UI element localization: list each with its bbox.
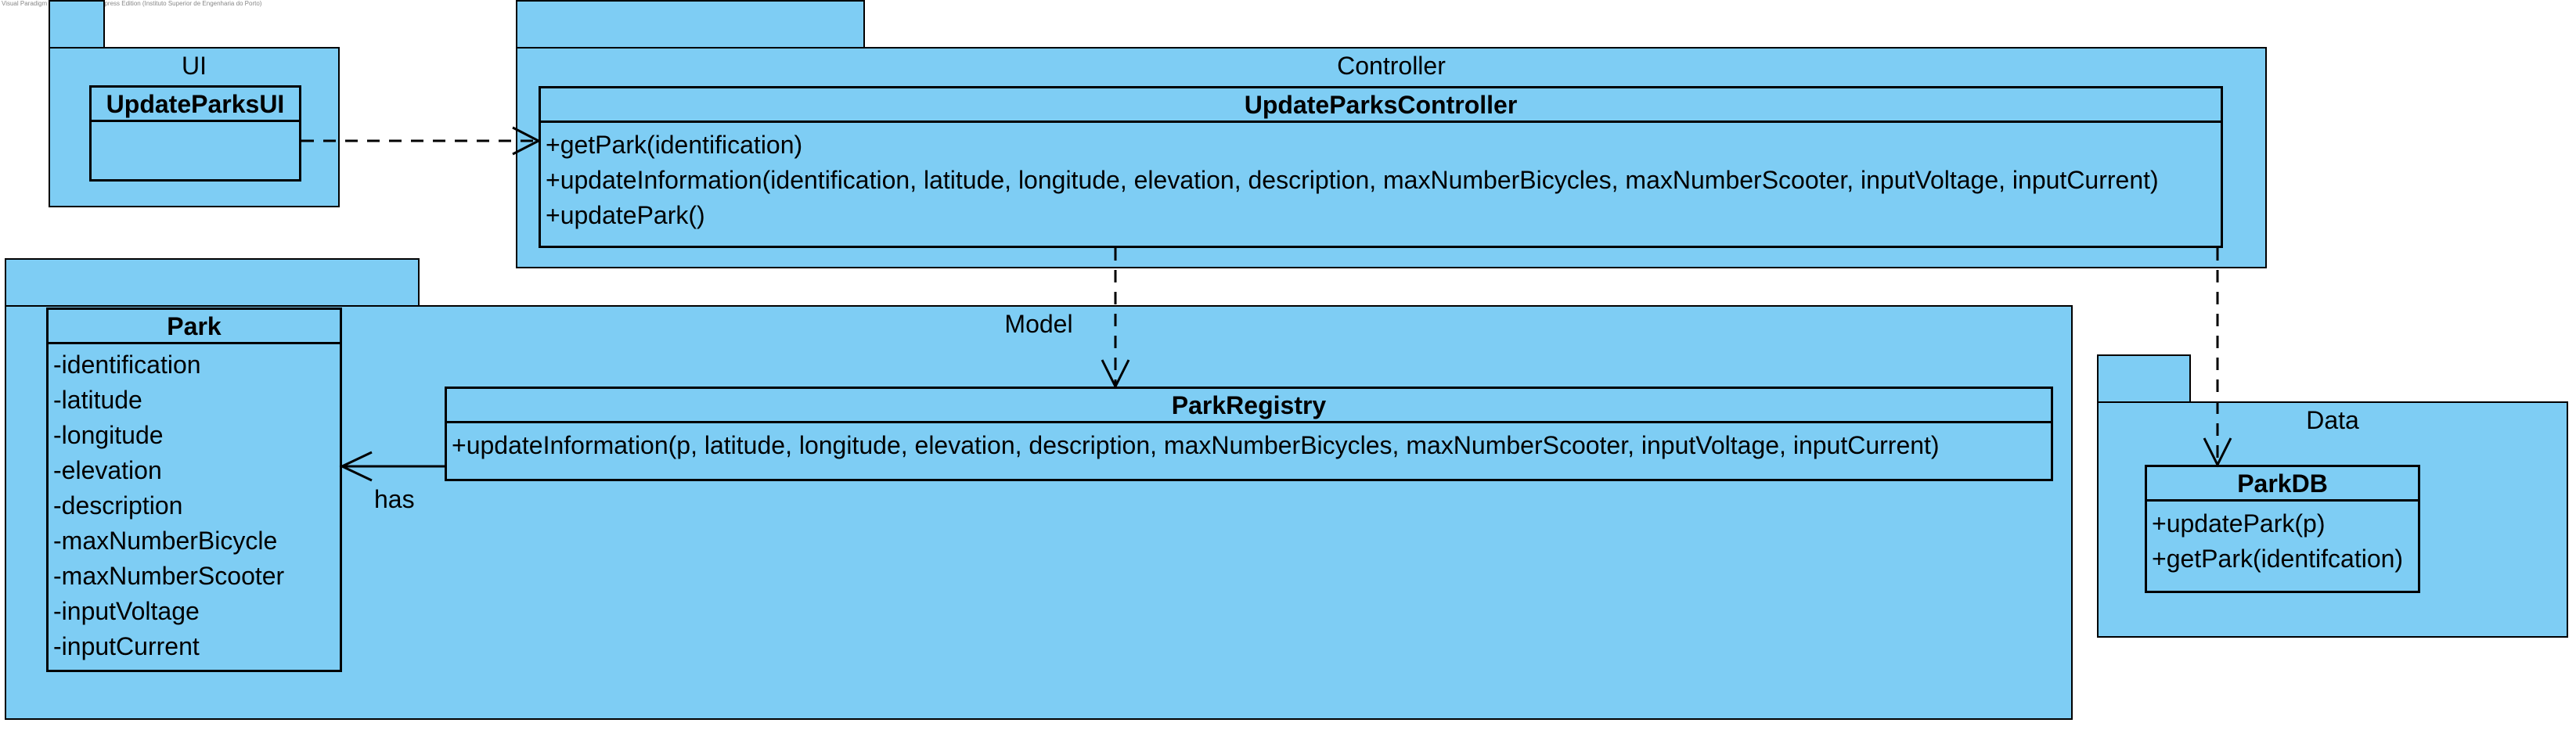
attribute-longitude: -longitude	[53, 421, 164, 449]
attribute-description: -description	[53, 491, 183, 520]
class-name: UpdateParksController	[541, 88, 2221, 123]
class-update-parks-controller[interactable]: UpdateParksController +getPark(identific…	[539, 86, 2223, 248]
package-model[interactable]: Model	[5, 305, 2073, 720]
package-controller-title: Controller	[1337, 52, 1446, 80]
relation-label-has: has	[374, 485, 415, 513]
package-ui-tab	[49, 0, 105, 49]
attribute-elevation: -elevation	[53, 456, 162, 484]
class-name: Park	[49, 310, 340, 344]
attribute-max-number-scooter: -maxNumberScooter	[53, 562, 285, 590]
package-model-title: Model	[1004, 310, 1073, 338]
class-park-registry[interactable]: ParkRegistry +updateInformation(p, latit…	[445, 387, 2053, 481]
class-name: UpdateParksUI	[92, 88, 299, 122]
package-model-tab	[5, 258, 420, 307]
package-data-title: Data	[2306, 406, 2359, 434]
class-name: ParkRegistry	[447, 389, 2051, 423]
operation-update-park: +updatePark(p)	[2152, 509, 2326, 538]
operation-update-information: +updateInformation(p, latitude, longitud…	[452, 431, 1940, 459]
class-name: ParkDB	[2147, 467, 2418, 502]
package-data-tab	[2097, 354, 2191, 403]
operation-update-park: +updatePark()	[546, 201, 705, 229]
class-park[interactable]: Park -identification -latitude -longitud…	[46, 307, 342, 672]
operation-update-information: +updateInformation(identification, latit…	[546, 166, 2159, 194]
class-update-parks-ui[interactable]: UpdateParksUI	[89, 85, 301, 182]
watermark: Visual Paradigm Online Diagrams Express …	[2, 0, 262, 7]
package-controller-tab	[516, 0, 865, 49]
attribute-input-voltage: -inputVoltage	[53, 597, 200, 625]
attribute-max-number-bicycle: -maxNumberBicycle	[53, 527, 278, 555]
attribute-latitude: -latitude	[53, 386, 142, 414]
attribute-identification: -identification	[53, 351, 201, 379]
package-ui-title: UI	[182, 52, 207, 80]
operation-get-park: +getPark(identifcation)	[2152, 545, 2404, 573]
class-park-db[interactable]: ParkDB +updatePark(p) +getPark(identifca…	[2145, 465, 2420, 593]
operation-get-park: +getPark(identification)	[546, 131, 803, 159]
attribute-input-current: -inputCurrent	[53, 632, 200, 660]
